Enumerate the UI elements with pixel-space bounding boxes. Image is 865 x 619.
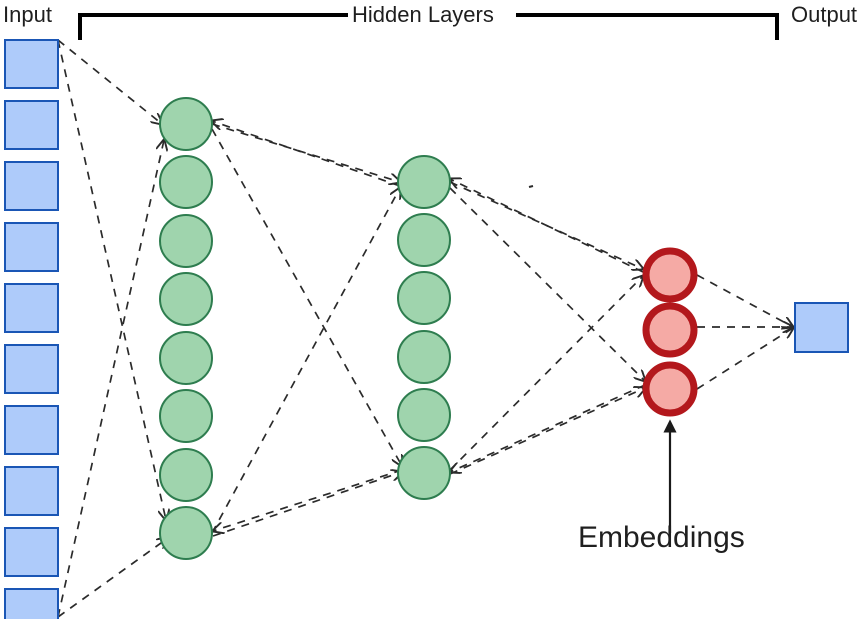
embeddings-label: Embeddings <box>578 521 745 554</box>
hidden-node <box>397 446 451 500</box>
output-layer <box>794 302 849 353</box>
input-node <box>4 100 59 150</box>
hidden-node <box>159 331 213 385</box>
input-node <box>4 39 59 89</box>
connections-input-to-hidden1 <box>57 39 168 618</box>
hidden-node <box>397 271 451 325</box>
input-node <box>4 527 59 577</box>
input-node <box>4 161 59 211</box>
input-label: Input <box>3 2 52 27</box>
hidden-node <box>159 97 213 151</box>
hidden-node <box>159 506 213 560</box>
hidden-node <box>159 272 213 326</box>
hidden-node <box>159 389 213 443</box>
hidden-node <box>159 448 213 502</box>
hidden-node <box>159 214 213 268</box>
hidden-layers-bracket <box>78 13 779 40</box>
connections-hidden2-to-embeddings <box>450 179 645 475</box>
input-node <box>4 222 59 272</box>
embedding-node <box>642 361 698 417</box>
hidden-layer-1 <box>159 97 213 560</box>
output-label: Output <box>791 2 858 27</box>
input-node <box>4 405 59 455</box>
input-node <box>4 588 59 619</box>
embedding-node <box>642 302 698 358</box>
hidden-node <box>159 155 213 209</box>
hidden-layers-label: Hidden Layers <box>352 2 494 27</box>
input-node <box>4 344 59 394</box>
hidden-node <box>397 213 451 267</box>
input-node <box>4 466 59 516</box>
hidden-node <box>397 388 451 442</box>
embedding-layer <box>642 247 698 417</box>
hidden-node <box>397 155 451 209</box>
input-node <box>4 283 59 333</box>
connections-hidden1-to-hidden2 <box>212 121 402 537</box>
connections-embeddings-to-output <box>696 274 793 390</box>
hidden-layer-2 <box>397 155 451 500</box>
input-layer <box>4 39 59 619</box>
hidden-node <box>397 330 451 384</box>
output-node <box>794 302 849 353</box>
embedding-node <box>642 247 698 303</box>
